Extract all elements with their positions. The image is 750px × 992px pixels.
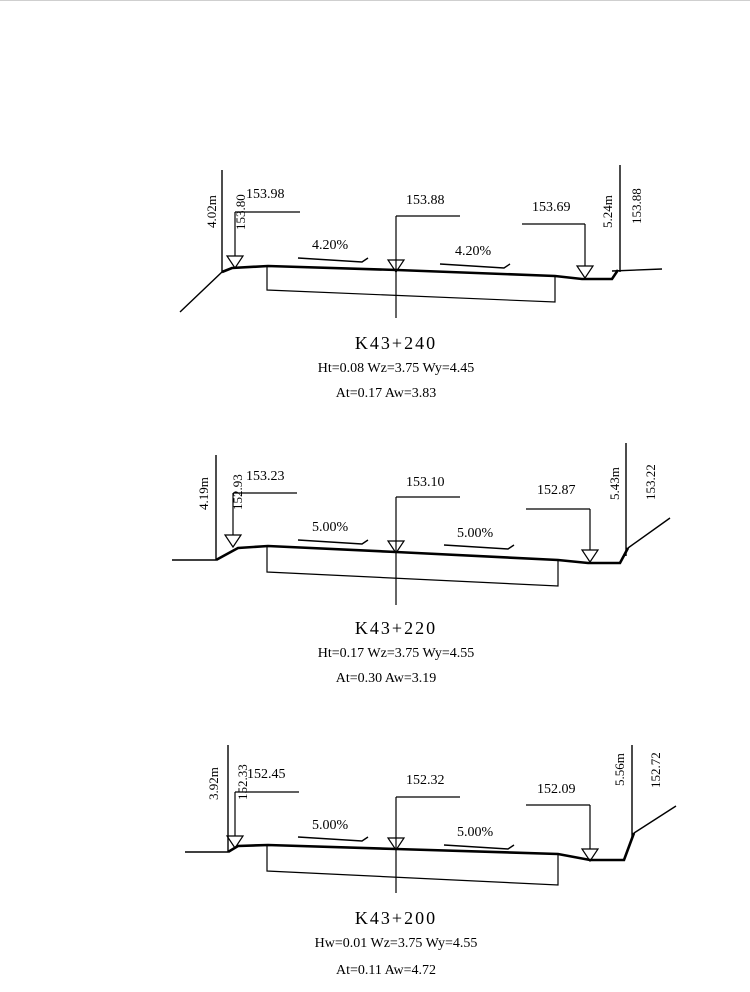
left-slope-arrow xyxy=(297,836,369,842)
pavement-layer xyxy=(266,547,559,587)
right-slope-arrow xyxy=(443,844,515,850)
left-elevation-label: 153.98 xyxy=(246,187,285,202)
right-elevation-marker xyxy=(575,265,595,280)
left-elevation-vertical-label: 152.93 xyxy=(230,474,245,510)
center-elevation-marker xyxy=(386,837,406,852)
labels-k43-200: 3.92m 152.33 152.45 152.32 152.09 5.56m … xyxy=(206,752,663,978)
info-line-2: At=0.30 Aw=3.19 xyxy=(336,671,436,686)
road-surface xyxy=(227,832,636,862)
pavement-layer xyxy=(266,845,559,886)
center-elevation-label: 153.88 xyxy=(406,193,445,208)
cross-section-k43-220 xyxy=(172,443,671,605)
right-slope-arrow xyxy=(443,544,515,550)
labels-k43-240: 4.02m 153.80 153.98 153.88 153.69 5.24m … xyxy=(204,187,644,401)
right-height-label: 5.24m xyxy=(600,195,615,228)
left-slope-label: 4.20% xyxy=(312,238,349,253)
right-height-label: 5.56m xyxy=(612,753,627,786)
road-surface xyxy=(221,264,620,281)
cross-section-k43-200 xyxy=(185,745,677,893)
right-elevation-marker xyxy=(580,848,600,863)
info-line-2: At=0.11 Aw=4.72 xyxy=(336,963,436,978)
right-slope-label: 5.00% xyxy=(457,526,494,541)
right-elevation-label: 152.09 xyxy=(537,782,576,797)
ground-line-right xyxy=(633,805,677,834)
station-label: K43+200 xyxy=(355,908,437,928)
left-elevation-marker xyxy=(225,255,245,270)
left-elevation-marker xyxy=(225,835,245,850)
info-line-2: At=0.17 Aw=3.83 xyxy=(336,386,436,401)
left-height-label: 4.02m xyxy=(204,195,219,228)
left-slope-arrow xyxy=(297,257,369,263)
right-elevation-vertical-label: 153.22 xyxy=(643,464,658,500)
info-line-1: Ht=0.08 Wz=3.75 Wy=4.45 xyxy=(318,361,474,376)
right-slope-label: 5.00% xyxy=(457,825,494,840)
ground-line-left xyxy=(179,267,233,313)
right-elevation-label: 153.69 xyxy=(532,200,571,215)
ground-line-right xyxy=(627,517,671,549)
left-height-label: 4.19m xyxy=(196,477,211,510)
top-border xyxy=(0,0,750,1)
left-elevation-label: 152.45 xyxy=(247,767,286,782)
labels-k43-220: 4.19m 152.93 153.23 153.10 152.87 5.43m … xyxy=(196,464,658,686)
station-label: K43+220 xyxy=(355,618,437,638)
center-elevation-marker xyxy=(386,259,406,274)
right-slope-label: 4.20% xyxy=(455,244,492,259)
station-label: K43+240 xyxy=(355,333,437,353)
left-height-label: 3.92m xyxy=(206,767,221,800)
right-slope-arrow xyxy=(439,263,511,269)
right-height-label: 5.43m xyxy=(607,467,622,500)
pavement-layer xyxy=(266,266,556,303)
right-elevation-vertical-label: 152.72 xyxy=(648,752,663,788)
right-elevation-vertical-label: 153.88 xyxy=(629,188,644,224)
left-elevation-vertical-label: 153.80 xyxy=(233,194,248,230)
left-slope-label: 5.00% xyxy=(312,520,349,535)
center-elevation-label: 153.10 xyxy=(406,475,445,490)
left-slope-arrow xyxy=(297,539,369,545)
right-elevation-marker xyxy=(580,549,600,564)
center-elevation-marker xyxy=(386,540,406,555)
cross-section-k43-240 xyxy=(179,165,663,318)
info-line-1: Ht=0.17 Wz=3.75 Wy=4.55 xyxy=(318,646,474,661)
left-elevation-marker xyxy=(223,534,243,549)
left-elevation-label: 153.23 xyxy=(246,469,285,484)
center-elevation-label: 152.32 xyxy=(406,773,445,788)
info-line-1: Hw=0.01 Wz=3.75 Wy=4.55 xyxy=(315,936,478,951)
left-elevation-vertical-label: 152.33 xyxy=(235,764,250,800)
left-slope-label: 5.00% xyxy=(312,818,349,833)
road-surface xyxy=(215,544,630,565)
right-elevation-label: 152.87 xyxy=(537,483,576,498)
